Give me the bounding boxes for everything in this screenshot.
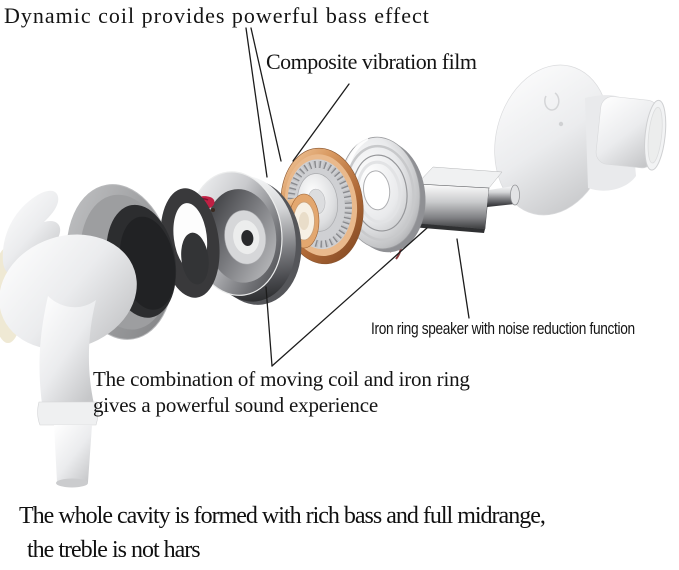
housing-mark xyxy=(544,92,560,111)
annotation-combination: The combination of moving coil and iron … xyxy=(93,366,470,418)
driver-magnet-cup xyxy=(186,171,302,305)
caption-line2: the treble is not hars xyxy=(27,537,201,563)
annotation-dynamic-coil: Dynamic coil provides powerful bass effe… xyxy=(4,3,430,28)
leader-lines xyxy=(245,27,470,367)
annotation-composite-film: Composite vibration film xyxy=(266,49,477,74)
leader-dynamic-coil-b xyxy=(250,27,282,162)
housing-vent-dot xyxy=(558,121,564,127)
leader-combination-right xyxy=(271,227,428,367)
leader-iron-ring xyxy=(456,238,470,319)
annotation-combination-line1: The combination of moving coil and iron … xyxy=(93,367,470,391)
earbud-cable xyxy=(37,296,99,488)
front-housing-nozzle xyxy=(494,64,667,216)
caption-line1: The whole cavity is formed with rich bas… xyxy=(19,503,546,529)
leader-combination-left xyxy=(265,286,273,367)
caption: The whole cavity is formed with rich bas… xyxy=(19,499,546,567)
earbud-rear-housing xyxy=(0,184,177,488)
leader-dynamic-coil-a xyxy=(245,27,268,178)
leader-composite-film xyxy=(292,83,350,162)
annotation-iron-ring-speaker-text: Iron ring speaker with noise reduction f… xyxy=(371,320,635,338)
annotation-iron-ring-speaker: Iron ring speaker with noise reduction f… xyxy=(371,320,679,339)
annotation-combination-line2: gives a powerful sound experience xyxy=(93,393,378,417)
